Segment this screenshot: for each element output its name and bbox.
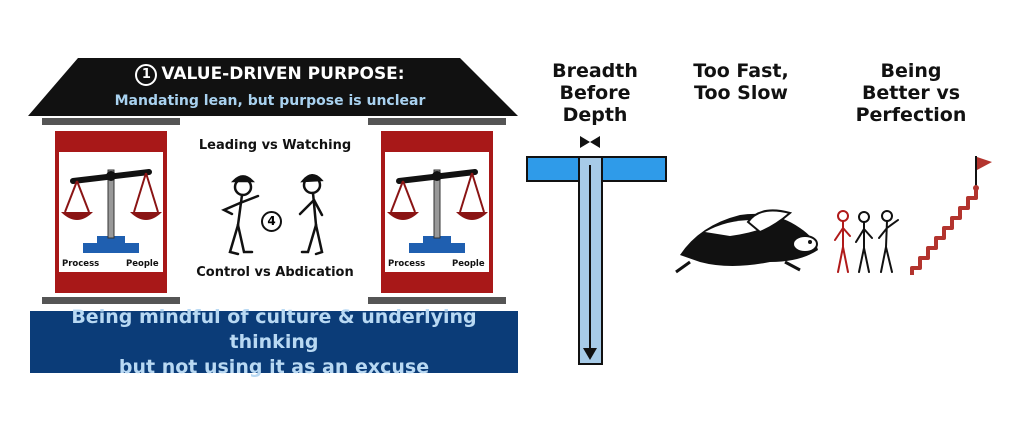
heading-line: Before bbox=[559, 82, 631, 104]
right-pillar-bottom-cap bbox=[368, 297, 506, 304]
breadth-before-depth-heading: Breadth Before Depth bbox=[540, 60, 650, 126]
control-vs-abdication-label: Control vs Abdication bbox=[196, 265, 354, 280]
too-fast-too-slow-heading: Too Fast, Too Slow bbox=[680, 60, 802, 104]
heading-line: Depth bbox=[562, 104, 628, 126]
scale-icon-right bbox=[387, 169, 488, 253]
banner-line-1: Being mindful of culture & underlying th… bbox=[71, 305, 477, 353]
right-pillar-label-people: People bbox=[452, 259, 485, 269]
t-shape-graphic bbox=[526, 136, 667, 365]
heading-line: Better vs bbox=[861, 82, 961, 104]
better-vs-perfection-heading: Being Better vs Perfection bbox=[850, 60, 972, 126]
left-pillar-top-cap bbox=[42, 118, 180, 125]
roof-number-badge: 1 bbox=[135, 64, 158, 86]
roof-title-text: VALUE-DRIVEN PURPOSE: bbox=[161, 64, 405, 84]
right-pillar-top-cap bbox=[368, 118, 506, 125]
left-pillar-bottom-cap bbox=[42, 297, 180, 304]
heading-line: Breadth bbox=[552, 60, 638, 82]
number-four-badge: 4 bbox=[261, 211, 282, 232]
left-pillar-label-people: People bbox=[126, 259, 159, 269]
watcher-figure-icon bbox=[298, 174, 324, 256]
heading-line: Perfection bbox=[855, 104, 967, 126]
culture-banner: Being mindful of culture & underlying th… bbox=[30, 306, 518, 378]
people-group-icon bbox=[834, 210, 899, 273]
heading-line: Too Slow bbox=[694, 82, 788, 104]
stairs-flag-icon bbox=[910, 156, 992, 275]
scale-icon-left bbox=[61, 169, 162, 253]
leader-figure-icon bbox=[221, 175, 260, 256]
left-pillar-label-process: Process bbox=[62, 259, 100, 269]
roof-subtitle: Mandating lean, but purpose is unclear bbox=[114, 93, 426, 109]
right-pillar-label-process: Process bbox=[388, 259, 426, 269]
leading-vs-watching-label: Leading vs Watching bbox=[198, 138, 352, 153]
banner-line-2: but not using it as an excuse bbox=[118, 355, 430, 378]
heading-line: Being bbox=[880, 60, 942, 82]
rabbit-turtle-icon bbox=[675, 209, 818, 274]
heading-line: Too Fast, bbox=[693, 60, 789, 82]
